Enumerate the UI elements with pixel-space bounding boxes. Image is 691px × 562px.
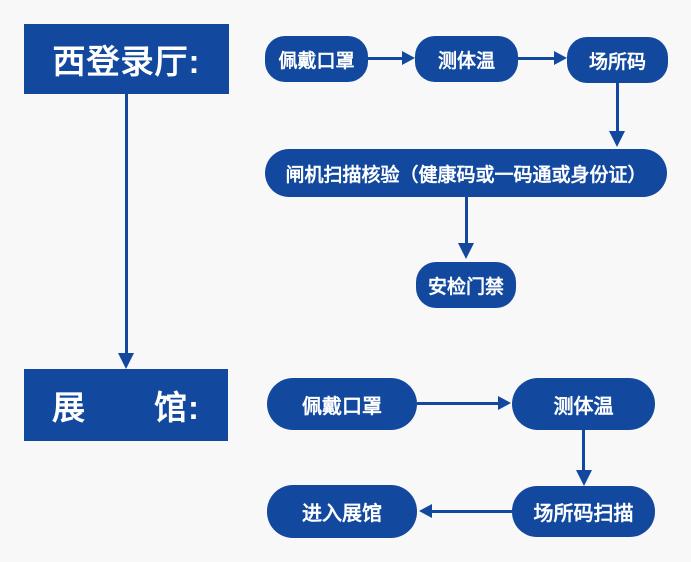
node-venue-code-scan: 场所码扫描 xyxy=(512,486,655,537)
section-title-west-login-hall: 西登录厅: xyxy=(24,24,229,94)
arrow-exhibition-mask-to-temp-line xyxy=(417,402,498,405)
arrow-west-mask-to-temp-arrowhead-icon xyxy=(402,51,415,65)
node-west-wear-mask: 佩戴口罩 xyxy=(265,36,368,82)
node-security-gate: 安检门禁 xyxy=(416,262,516,308)
arrow-gate-scan-to-security-line xyxy=(465,197,468,243)
arrow-venue-scan-to-enter-arrowhead-icon xyxy=(419,504,432,518)
connector-west-hall-to-exhibition-hall-line xyxy=(125,94,128,353)
node-west-measure-temp: 测体温 xyxy=(415,36,518,82)
arrow-exhibition-temp-to-venue-scan-arrowhead-icon xyxy=(576,470,592,486)
arrow-west-temp-to-venue-code-line xyxy=(518,57,554,60)
arrow-west-mask-to-temp-line xyxy=(368,57,402,60)
node-exhibition-wear-mask: 佩戴口罩 xyxy=(267,378,417,430)
arrow-exhibition-temp-to-venue-scan-line xyxy=(582,430,585,470)
node-gate-scan-verification: 闸机扫描核验（健康码或一码通或身份证） xyxy=(265,149,667,197)
node-enter-exhibition-hall: 进入展馆 xyxy=(267,485,417,538)
connector-west-hall-to-exhibition-hall-arrowhead-icon xyxy=(118,353,134,369)
arrow-exhibition-mask-to-temp-arrowhead-icon xyxy=(498,396,511,410)
arrow-venue-code-to-gate-scan-arrowhead-icon xyxy=(609,131,625,147)
arrow-west-temp-to-venue-code-arrowhead-icon xyxy=(554,51,567,65)
arrow-venue-code-to-gate-scan-line xyxy=(616,83,619,131)
arrow-venue-scan-to-enter-line xyxy=(432,510,512,513)
section-title-exhibition-hall: 展 馆: xyxy=(24,369,228,441)
arrow-gate-scan-to-security-arrowhead-icon xyxy=(458,243,474,259)
node-west-venue-code: 场所码 xyxy=(567,37,668,83)
node-exhibition-measure-temp: 测体温 xyxy=(512,378,655,430)
